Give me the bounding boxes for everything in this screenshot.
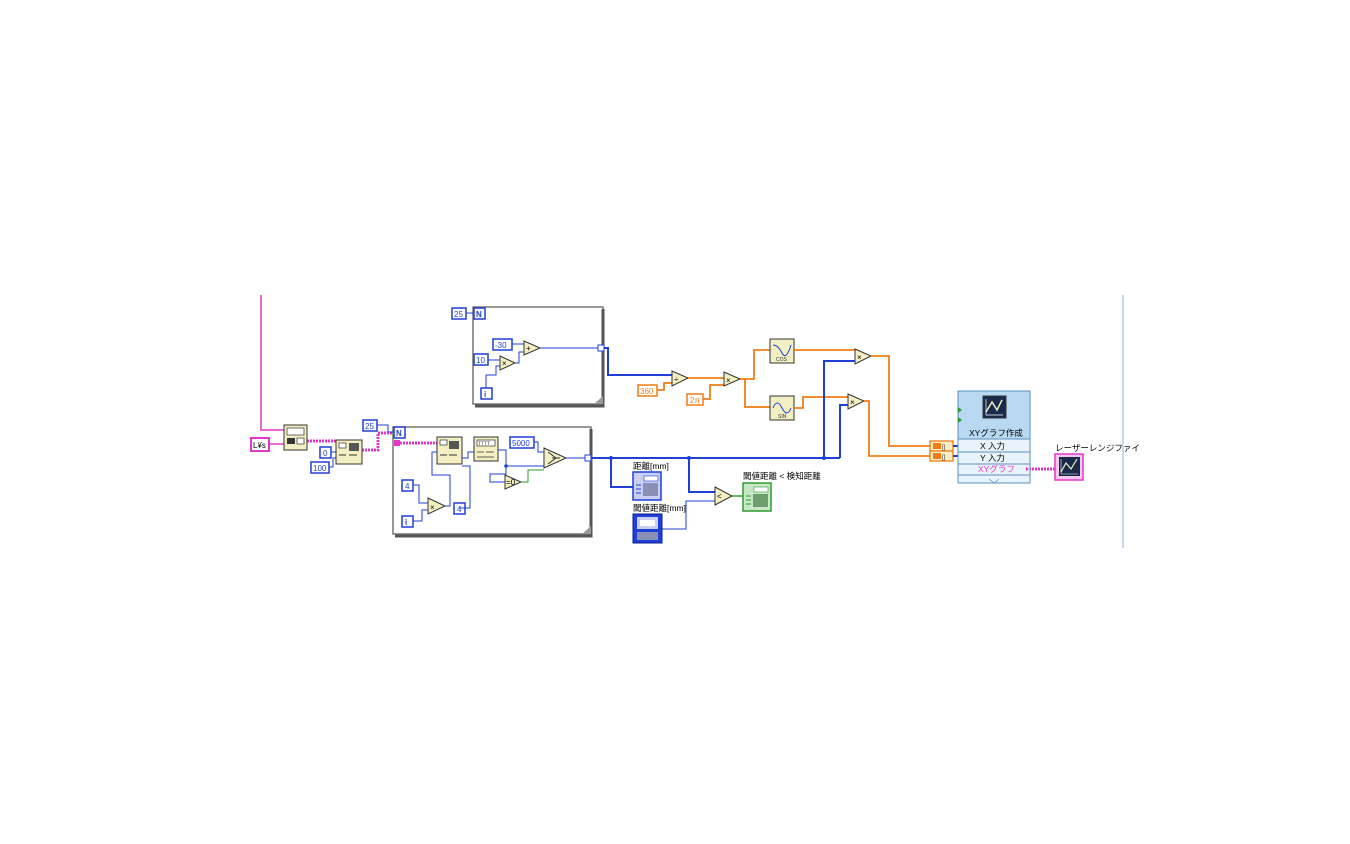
const-hundred[interactable]: 100 <box>310 461 330 474</box>
xy-graph-indicator[interactable] <box>1054 453 1084 481</box>
multiply-node-y[interactable]: × <box>847 393 866 410</box>
const-10[interactable]: 10 <box>473 353 489 366</box>
multiply-node-x[interactable]: × <box>854 348 873 365</box>
svg-text:i: i <box>484 390 486 399</box>
cos-node[interactable]: COS <box>769 338 795 364</box>
threshold-label: 閾値距離[mm] <box>633 503 686 513</box>
svg-text:[]: [] <box>942 445 946 451</box>
const-neg30[interactable]: -30 <box>492 338 513 351</box>
equal-zero-node[interactable]: =0 <box>504 474 523 490</box>
distance-label: 距離[mm] <box>633 461 669 471</box>
count-terminal-top: N <box>473 307 486 320</box>
serial-config-node[interactable] <box>283 424 308 451</box>
range-finder-label: レーザーレンジファイ <box>1055 443 1140 453</box>
svg-text:N: N <box>476 310 482 319</box>
multiply-node-top[interactable]: × <box>499 355 517 371</box>
svg-text:×: × <box>850 398 855 407</box>
boolean-indicator[interactable] <box>742 482 772 512</box>
const-360[interactable]: 360 <box>637 384 658 397</box>
xy-graph-output-label: XYグラフ <box>978 464 1015 474</box>
svg-text:×: × <box>726 376 731 385</box>
svg-text:×: × <box>430 503 435 512</box>
const-5000[interactable]: 5000 <box>509 436 535 449</box>
const-2pi[interactable]: 2π <box>686 393 704 406</box>
svg-text:×: × <box>857 353 862 362</box>
svg-text:100: 100 <box>313 464 327 473</box>
svg-text:5000: 5000 <box>512 439 530 448</box>
svg-text:360: 360 <box>640 387 654 396</box>
tunnel-bottom <box>584 454 592 462</box>
svg-text:-30: -30 <box>495 341 507 350</box>
loop-count-top[interactable]: 25 <box>451 307 467 320</box>
multiply-node-angle[interactable]: × <box>723 371 742 387</box>
svg-text:=0: =0 <box>506 478 516 487</box>
sin-node[interactable]: SIN <box>769 395 795 421</box>
loop-count-bottom[interactable]: 25 <box>362 419 378 432</box>
divide-node[interactable]: ÷ <box>671 370 690 387</box>
string-subset-node[interactable] <box>335 439 363 465</box>
svg-text:2π: 2π <box>690 396 700 405</box>
build-array-y[interactable]: [] <box>929 450 954 462</box>
count-terminal-bottom: N <box>393 426 406 439</box>
visa-resource-constant[interactable]: L¥s <box>250 437 270 452</box>
svg-text:<: < <box>717 492 722 501</box>
const-4a[interactable]: 4 <box>401 479 414 492</box>
y-input-label: Y 入力 <box>980 453 1005 463</box>
svg-text:[]: [] <box>942 455 946 461</box>
svg-text:10: 10 <box>476 356 485 365</box>
svg-text:L¥s: L¥s <box>253 441 266 450</box>
x-input-label: X 入力 <box>980 441 1005 451</box>
shift-register-pink <box>394 440 400 446</box>
xy-graph-express-vi[interactable] <box>957 390 1031 484</box>
multiply-node-bottom[interactable]: × <box>427 497 447 515</box>
iteration-bottom: i <box>401 515 414 528</box>
select-node[interactable] <box>543 447 568 469</box>
distance-indicator[interactable] <box>632 471 662 501</box>
svg-text:i: i <box>405 518 407 527</box>
svg-text:×: × <box>502 359 507 368</box>
compare-label: 閾値距離 < 検知距離 <box>743 471 821 481</box>
add-node-top[interactable]: + <box>523 340 542 356</box>
svg-text:4: 4 <box>405 482 410 491</box>
svg-text:TTTT: TTTT <box>478 441 490 447</box>
svg-text:SIN: SIN <box>778 414 787 420</box>
string-wires <box>260 295 1055 471</box>
decimal-string-to-number-node[interactable]: TTTT <box>473 436 499 462</box>
svg-text:÷: ÷ <box>674 375 679 384</box>
string-subset-node-loop[interactable] <box>436 436 463 465</box>
less-than-node[interactable]: < <box>714 486 734 506</box>
svg-text:0: 0 <box>323 449 328 458</box>
const-zero[interactable]: 0 <box>319 446 332 459</box>
svg-text:N: N <box>396 429 402 438</box>
for-loop-top[interactable] <box>472 306 605 408</box>
xy-block-title: XYグラフ作成 <box>969 428 1023 438</box>
threshold-control[interactable] <box>632 513 663 544</box>
svg-text:4: 4 <box>457 505 462 514</box>
iteration-top: i <box>480 387 493 400</box>
svg-text:25: 25 <box>365 422 374 431</box>
svg-text:25: 25 <box>454 310 463 319</box>
build-array-x[interactable]: [] <box>929 440 954 452</box>
svg-text:+: + <box>526 344 531 353</box>
tunnel-top <box>597 344 605 352</box>
svg-text:COS: COS <box>776 357 788 363</box>
